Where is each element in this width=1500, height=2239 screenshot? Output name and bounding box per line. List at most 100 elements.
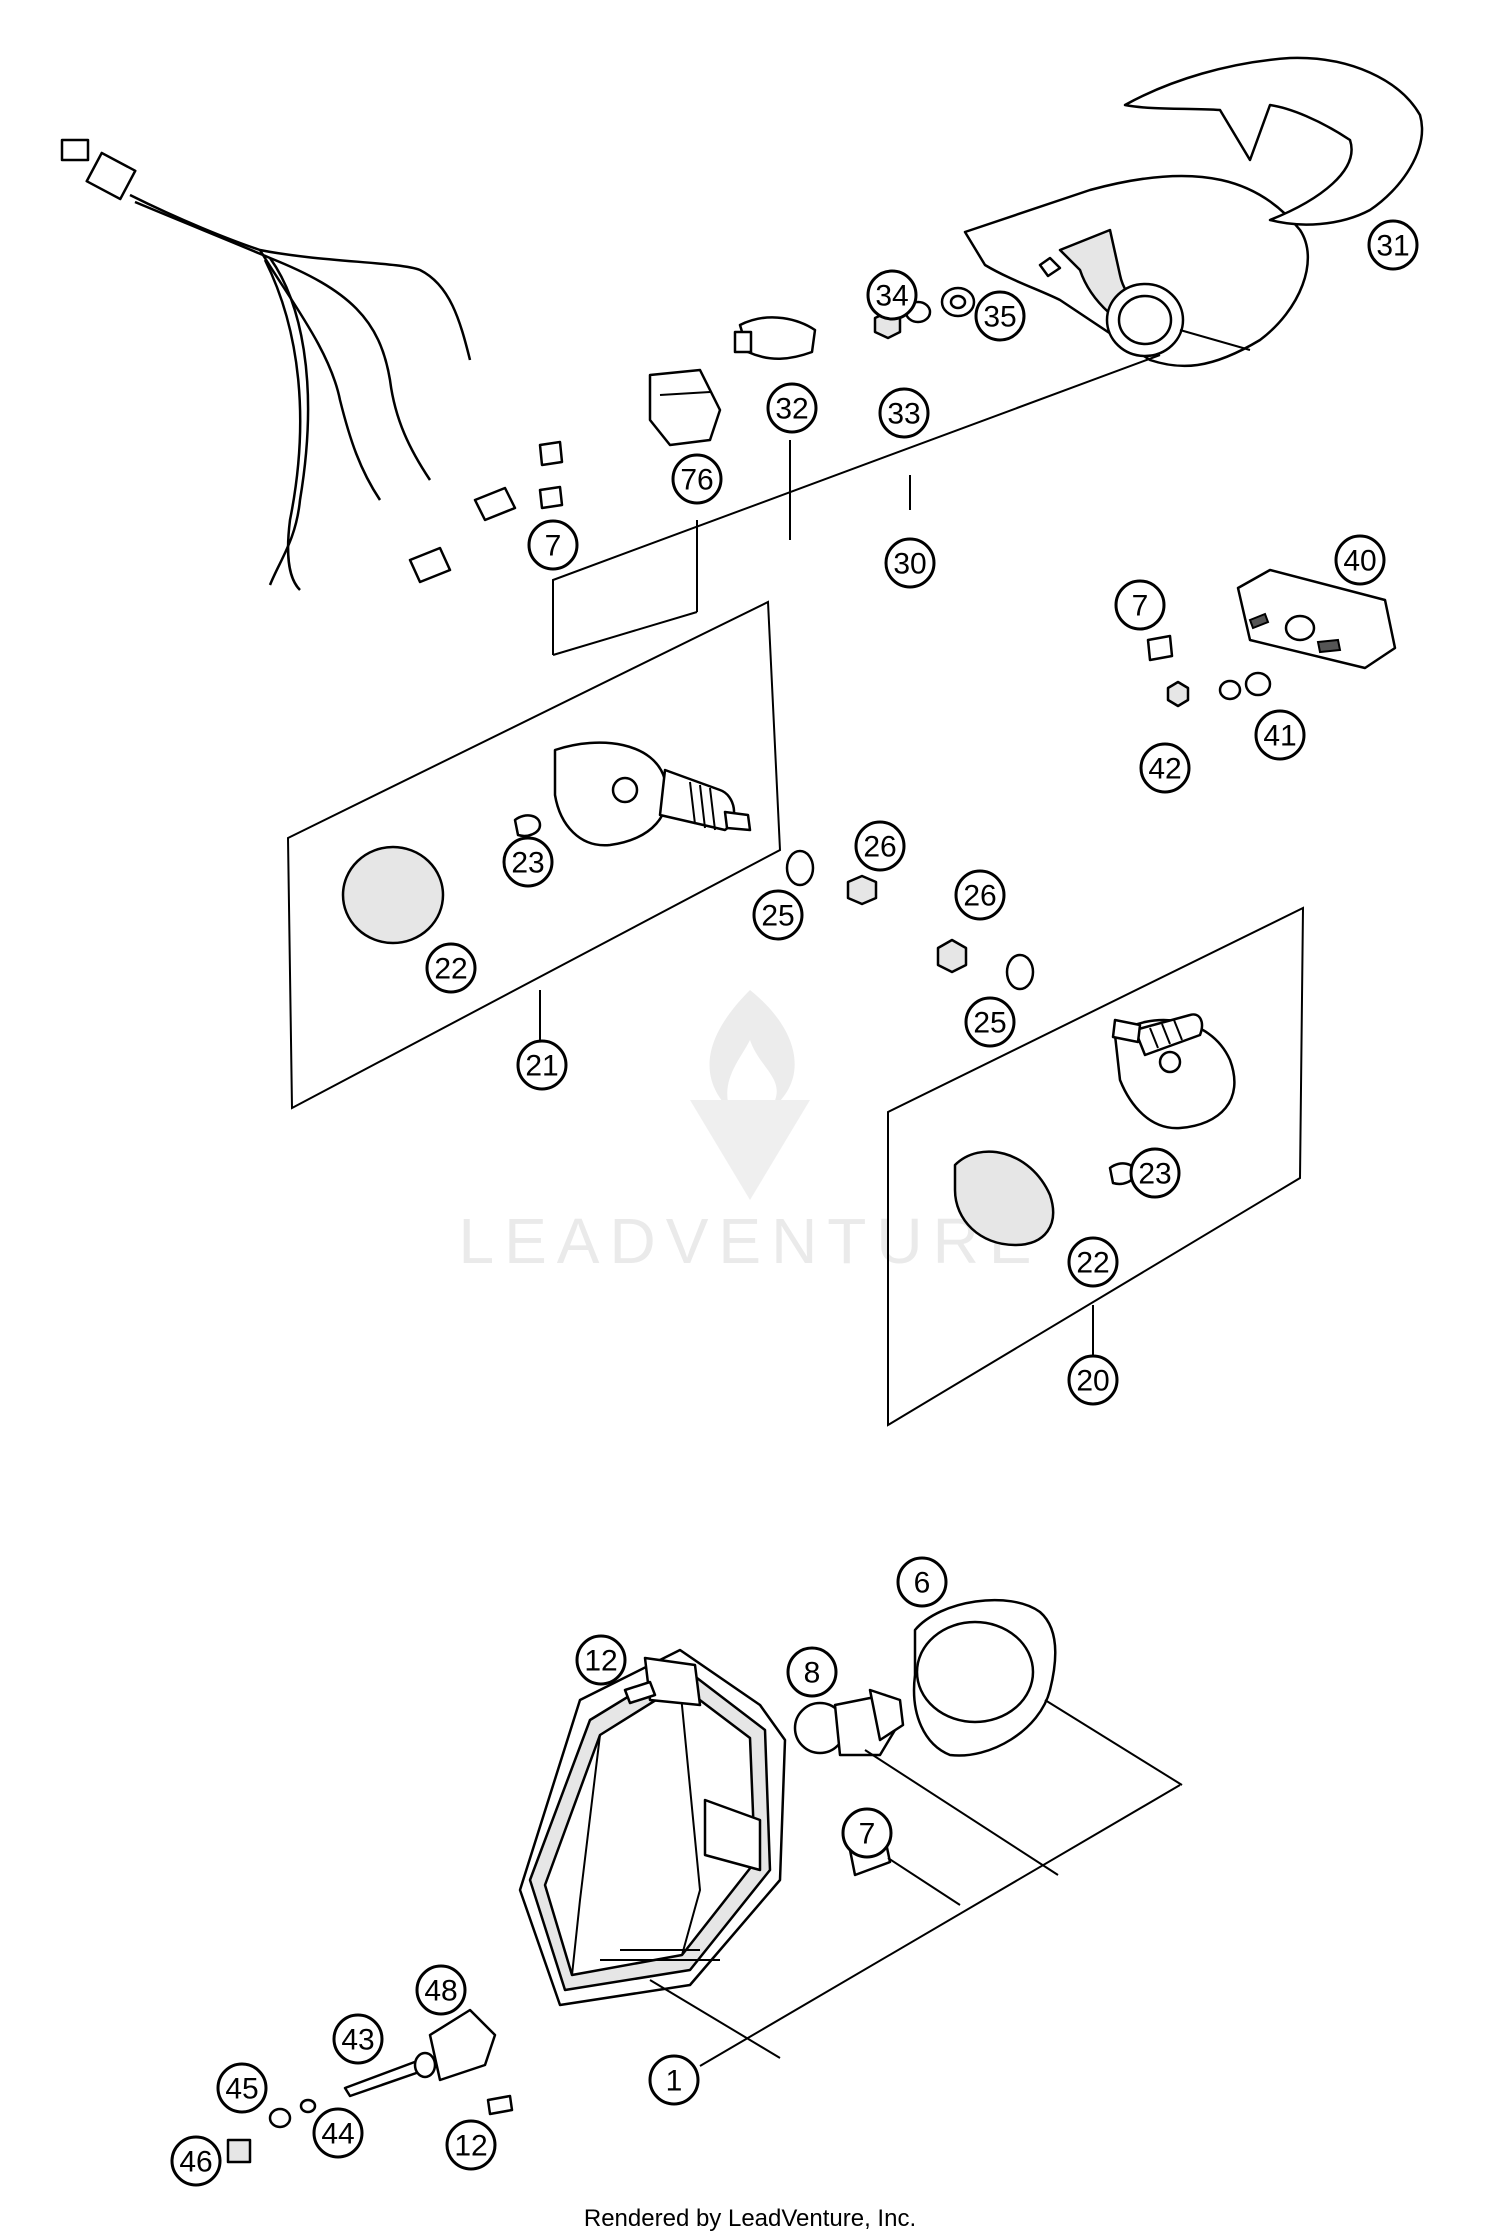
callout-35: 35	[974, 290, 1026, 342]
callout-label: 41	[1263, 720, 1296, 753]
callout-label: 25	[973, 1007, 1006, 1040]
callout-20: 20	[1067, 1354, 1119, 1406]
tail-light-socket	[648, 368, 722, 447]
callout-label: 22	[434, 953, 467, 986]
leader-lines-headlight	[649, 1699, 1183, 2067]
callout-circle	[766, 382, 818, 434]
callout-12: 12	[445, 2119, 497, 2171]
callout-25: 25	[752, 889, 804, 941]
headlight-ring	[912, 1598, 1057, 1757]
callout-label: 32	[775, 393, 808, 426]
callout-label: 46	[179, 2146, 212, 2179]
callout-22: 22	[425, 942, 477, 994]
callout-7: 7	[1114, 579, 1166, 631]
watermark: LEADVENTURE	[459, 990, 1042, 1277]
callout-circle	[671, 453, 723, 505]
callout-circle	[502, 836, 554, 888]
callout-31: 31	[1367, 219, 1419, 271]
watermark-text: LEADVENTURE	[459, 1205, 1042, 1277]
callout-circle	[1254, 709, 1306, 761]
turn-signal-hardware	[785, 849, 1035, 991]
callout-circle	[527, 519, 579, 571]
callout-label: 25	[761, 900, 794, 933]
callout-circle	[841, 1807, 893, 1859]
callout-circle	[1067, 1354, 1119, 1406]
headlight-adjuster	[226, 2008, 514, 2164]
callout-23: 23	[502, 836, 554, 888]
callout-circle	[884, 537, 936, 589]
callout-circle	[425, 942, 477, 994]
callout-76: 76	[671, 453, 723, 505]
small-bulbs	[408, 440, 564, 584]
callout-circle	[1367, 219, 1419, 271]
callout-label: 8	[804, 1657, 821, 1690]
callout-label: 1	[666, 2065, 683, 2098]
callout-46: 46	[170, 2135, 222, 2187]
turn-signal-right	[887, 906, 1305, 1427]
callout-circle	[854, 820, 906, 872]
turn-signal-left	[286, 600, 782, 1110]
wiring-harness	[60, 138, 472, 591]
callout-circle	[516, 1039, 568, 1091]
callout-32: 32	[766, 382, 818, 434]
callout-6: 6	[896, 1556, 948, 1608]
callout-44: 44	[312, 2107, 364, 2159]
callout-circle	[170, 2135, 222, 2187]
callout-circle	[1139, 742, 1191, 794]
callout-circle	[1114, 579, 1166, 631]
callout-label: 34	[875, 280, 908, 313]
callout-43: 43	[332, 2013, 384, 2065]
callout-circle	[575, 1634, 627, 1686]
callout-41: 41	[1254, 709, 1306, 761]
callout-label: 7	[545, 530, 562, 563]
callout-circle	[1334, 534, 1386, 586]
callout-circle	[216, 2062, 268, 2114]
callout-label: 33	[887, 398, 920, 431]
callout-1: 1	[648, 2054, 700, 2106]
license-plate-light	[1146, 568, 1397, 708]
callout-circle	[1067, 1236, 1119, 1288]
callout-label: 35	[983, 301, 1016, 334]
callout-label: 6	[914, 1567, 931, 1600]
callout-label: 21	[525, 1050, 558, 1083]
callout-label: 43	[341, 2024, 374, 2057]
callout-label: 7	[859, 1818, 876, 1851]
headlight-bulb	[793, 1688, 905, 1757]
callout-8: 8	[786, 1646, 838, 1698]
callout-label: 7	[1132, 590, 1149, 623]
callout-label: 26	[963, 880, 996, 913]
callout-12: 12	[575, 1634, 627, 1686]
callout-circle	[332, 2013, 384, 2065]
callout-label: 12	[454, 2130, 487, 2163]
callouts: 3134353332763077404142232221262526252322…	[170, 219, 1419, 2187]
callout-45: 45	[216, 2062, 268, 2114]
callout-circle	[974, 290, 1026, 342]
tail-cover	[1123, 56, 1424, 226]
callout-label: 30	[893, 548, 926, 581]
callout-40: 40	[1334, 534, 1386, 586]
callout-25: 25	[964, 996, 1016, 1048]
callout-26: 26	[954, 869, 1006, 921]
callout-label: 76	[680, 464, 713, 497]
callout-label: 48	[424, 1975, 457, 2008]
callout-22: 22	[1067, 1236, 1119, 1288]
tail-light-housing	[963, 174, 1310, 368]
callout-circle	[786, 1646, 838, 1698]
callout-circle	[964, 996, 1016, 1048]
callout-label: 31	[1376, 230, 1409, 263]
callout-7: 7	[841, 1807, 893, 1859]
callout-label: 26	[863, 831, 896, 864]
tail-light-bulb	[733, 316, 817, 360]
callout-circle	[896, 1556, 948, 1608]
callout-circle	[954, 869, 1006, 921]
callout-circle	[415, 1964, 467, 2016]
callout-circle	[445, 2119, 497, 2171]
callout-26: 26	[854, 820, 906, 872]
callout-label: 23	[511, 847, 544, 880]
headlight-housing	[518, 1648, 787, 2007]
watermark-v-icon	[690, 1100, 810, 1200]
callout-circle	[878, 387, 930, 439]
callout-33: 33	[878, 387, 930, 439]
leader-lines-rear	[552, 354, 1161, 656]
callout-label: 22	[1076, 1247, 1109, 1280]
